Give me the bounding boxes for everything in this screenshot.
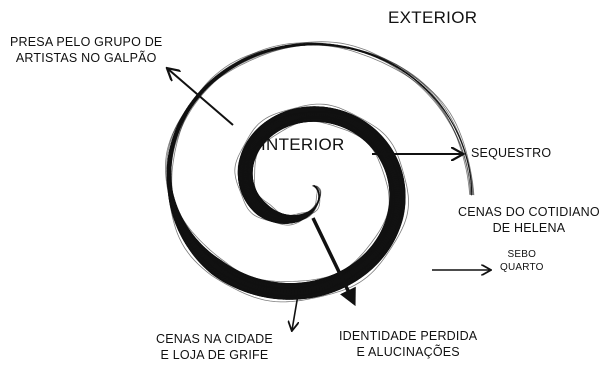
label-presa-line1: PRESA PELO GRUPO DE xyxy=(10,35,163,49)
label-identidade-line2: E ALUCINAÇÕES xyxy=(356,345,460,360)
spiral-path xyxy=(165,41,475,303)
spiral-segment xyxy=(441,106,445,111)
arrow-presa xyxy=(168,69,234,126)
label-cidade: CENAS NA CIDADE E LOJA DE GRIFE xyxy=(156,331,273,364)
label-sequestro: SEQUESTRO xyxy=(471,146,552,160)
label-sebo-line1: SEBO xyxy=(507,249,537,260)
label-cotidiano: CENAS DO COTIDIANO DE HELENA xyxy=(458,204,600,237)
label-interior: INTERIOR xyxy=(261,135,345,154)
label-cotidiano-line1: CENAS DO COTIDIANO xyxy=(458,205,600,219)
label-identidade-line1: IDENTIDADE PERDIDA xyxy=(339,329,478,343)
label-identidade: IDENTIDADE PERDIDA E ALUCINAÇÕES xyxy=(339,328,477,361)
spiral-sketch-line xyxy=(166,42,474,299)
label-sebo: SEBO QUARTO xyxy=(500,248,544,274)
arrow-cidade xyxy=(292,282,301,330)
label-exterior: EXTERIOR xyxy=(388,8,478,27)
spiral-segment xyxy=(459,138,463,144)
label-presa: PRESA PELO GRUPO DE ARTISTAS NO GALPÃO xyxy=(10,34,162,67)
spiral-segment xyxy=(433,97,438,102)
spiral-segment xyxy=(438,103,443,108)
arrow-identidade xyxy=(311,217,356,307)
spiral-sketch-line xyxy=(170,43,471,286)
spiral-segment xyxy=(436,100,440,105)
spiral-segment xyxy=(431,94,436,99)
label-cotidiano-line2: DE HELENA xyxy=(492,221,566,236)
label-cidade-line2: E LOJA DE GRIFE xyxy=(160,348,269,363)
spiral-sketch-line xyxy=(171,44,471,283)
label-sebo-line2: QUARTO xyxy=(500,262,544,273)
spiral-sketch-line xyxy=(165,41,475,303)
label-presa-line2: ARTISTAS NO GALPÃO xyxy=(15,51,157,66)
spiral-sketch-line xyxy=(169,44,472,289)
label-cidade-line1: CENAS NA CIDADE xyxy=(156,332,273,346)
